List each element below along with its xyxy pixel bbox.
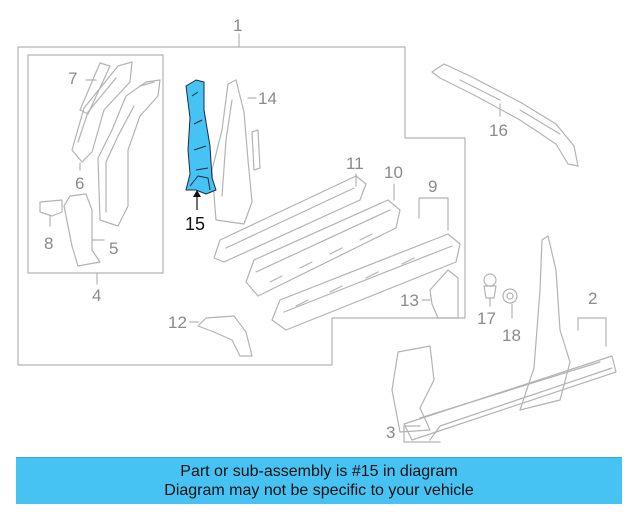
callout-9: 9 (428, 177, 438, 196)
part-11 (213, 175, 367, 263)
callout-12: 12 (168, 313, 187, 332)
assembly-1-outline (17, 46, 466, 366)
part-10 (245, 199, 401, 297)
part-13 (429, 269, 459, 319)
callout-6: 6 (75, 174, 85, 193)
callout-5: 5 (109, 239, 119, 258)
callout-10: 10 (384, 163, 403, 182)
part-14 (211, 79, 253, 225)
callout-2: 2 (588, 289, 598, 308)
part-5 (63, 193, 101, 267)
subassembly-4-box (27, 54, 164, 274)
part-18 (502, 288, 518, 304)
callout-18: 18 (502, 326, 521, 345)
callout-4: 4 (92, 286, 102, 305)
callout-8: 8 (44, 234, 54, 253)
part-12 (197, 315, 253, 357)
callout-16: 16 (489, 121, 508, 140)
banner-line-1: Part or sub-assembly is #15 in diagram (180, 463, 458, 480)
part-6 (71, 61, 133, 163)
callout-11: 11 (346, 154, 364, 173)
assembly-2 (391, 345, 435, 433)
callout-17: 17 (477, 309, 496, 328)
callout-13: 13 (400, 291, 419, 310)
callout-3: 3 (386, 423, 396, 442)
part-8 (39, 199, 63, 217)
callout-14: 14 (258, 89, 277, 108)
part-9 (271, 233, 461, 331)
info-banner: Part or sub-assembly is #15 in diagram D… (16, 457, 622, 504)
part-16 (431, 63, 579, 167)
part-7 (79, 62, 111, 115)
callout-7: 7 (68, 69, 78, 88)
center-pillar-2 (519, 235, 571, 411)
part-15-highlighted (185, 79, 217, 195)
part-17 (483, 273, 497, 287)
inner-pillar (97, 79, 161, 227)
banner-line-2: Diagram may not be specific to your vehi… (164, 482, 474, 499)
arrow-15 (193, 190, 201, 197)
diagram-drawing (17, 33, 617, 443)
callout-1: 1 (233, 16, 243, 35)
callout-15[interactable]: 15 (185, 214, 206, 234)
parts-diagram: 1 2 3 4 5 6 7 8 9 10 11 12 13 14 15 16 1… (17, 16, 617, 443)
